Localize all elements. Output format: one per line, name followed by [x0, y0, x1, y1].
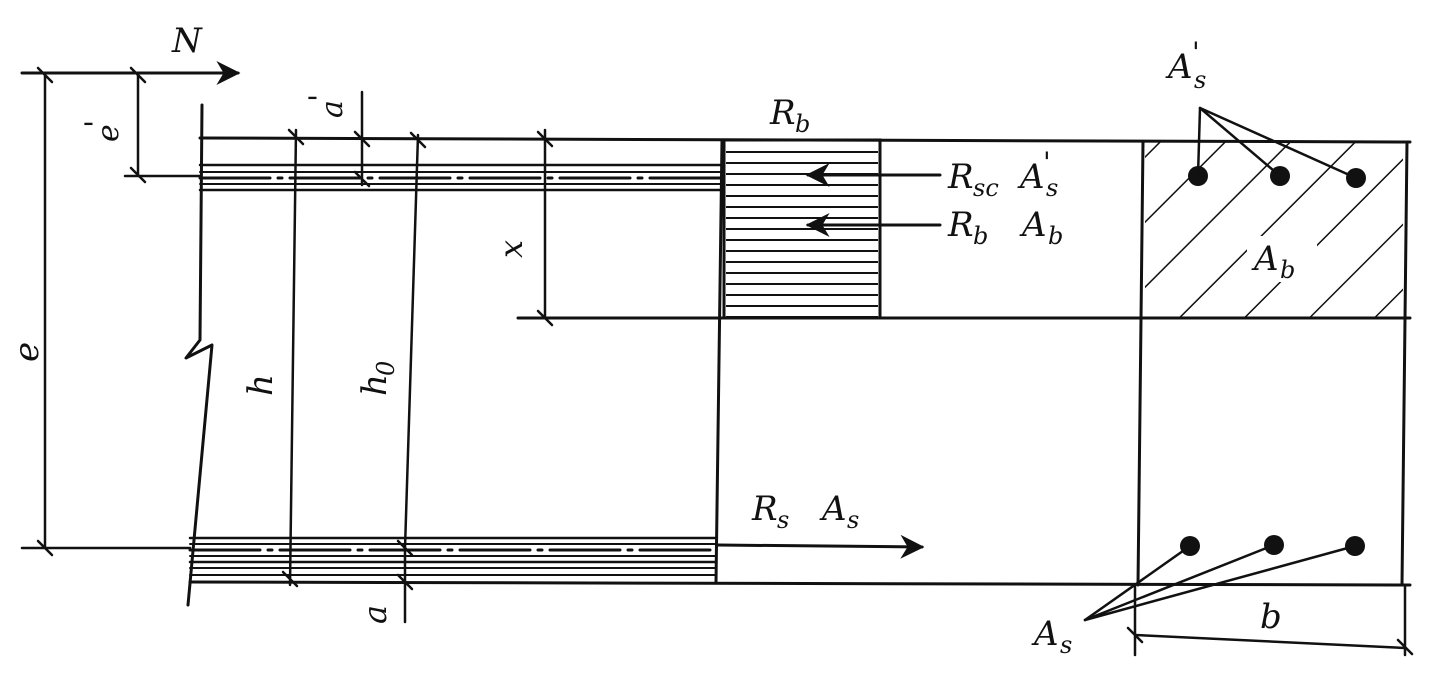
label-Rsc-As-prime: R sc A ' s — [947, 146, 1058, 202]
svg-text:': ' — [1192, 36, 1200, 69]
svg-text:': ' — [303, 94, 338, 102]
svg-text:b: b — [1048, 222, 1063, 250]
svg-text:A: A — [1031, 614, 1059, 654]
svg-text:s: s — [847, 506, 859, 534]
svg-text:a: a — [315, 100, 350, 118]
svg-text:s: s — [1046, 174, 1058, 202]
svg-text:b: b — [973, 222, 988, 250]
svg-text:A: A — [1017, 157, 1045, 197]
label-As: A s — [1031, 614, 1072, 659]
svg-text:h: h — [355, 374, 395, 396]
bottom-rebar-band — [188, 536, 718, 576]
section-right-edge — [1400, 140, 1409, 587]
label-h: h — [241, 374, 281, 396]
dimension-lines — [20, 66, 1414, 657]
svg-text:e: e — [91, 124, 126, 142]
label-Ab: A b — [1251, 239, 1295, 284]
label-Rb-Ab: R b A b — [947, 205, 1063, 250]
svg-text:A: A — [1019, 205, 1047, 245]
bottom-bars — [1083, 535, 1365, 622]
dim-b-line — [1133, 633, 1407, 650]
beam-bottom-edge — [188, 580, 1412, 587]
svg-text:b: b — [1280, 256, 1295, 284]
labels: N e e ' a ' x h h 0 a R b R sc A ' s — [7, 21, 1295, 659]
label-e: e — [7, 342, 47, 362]
svg-text:b: b — [795, 110, 810, 138]
dim-h0-line — [403, 133, 420, 550]
dim-h-line — [288, 128, 298, 587]
top-bars — [1188, 106, 1366, 188]
label-a: a — [356, 605, 394, 624]
label-a-prime: a ' — [303, 94, 350, 118]
svg-text:': ' — [79, 120, 114, 128]
label-h0: h 0 — [355, 361, 400, 396]
label-Rs-As: R s A s — [751, 489, 859, 534]
svg-text:R: R — [947, 157, 974, 197]
label-Rb-top: R b — [769, 93, 810, 138]
svg-text:A: A — [1251, 239, 1279, 279]
svg-text:sc: sc — [973, 174, 999, 202]
compression-stress-block — [722, 138, 882, 320]
label-x: x — [492, 240, 530, 258]
svg-text:': ' — [1043, 146, 1051, 179]
svg-text:R: R — [769, 93, 796, 133]
label-b: b — [1260, 597, 1282, 637]
cross-section — [1083, 106, 1409, 622]
svg-text:s: s — [1194, 66, 1206, 94]
beam-break-line — [184, 103, 214, 607]
svg-text:A: A — [1165, 47, 1193, 87]
section-cut-line — [714, 138, 724, 584]
svg-text:0: 0 — [372, 361, 400, 376]
force-arrows — [20, 61, 942, 559]
label-N: N — [171, 21, 203, 61]
label-e-prime: e ' — [79, 120, 126, 142]
svg-text:A: A — [819, 489, 847, 529]
top-rebar-band — [198, 163, 724, 192]
svg-text:s: s — [1060, 631, 1072, 659]
beam-elevation — [184, 103, 1412, 607]
svg-text:R: R — [751, 489, 778, 529]
force-RsAs-arrow — [716, 534, 925, 559]
section-left-edge — [1136, 140, 1145, 587]
svg-text:R: R — [947, 205, 974, 245]
label-As-prime: A ' s — [1165, 36, 1206, 94]
svg-text:s: s — [777, 506, 789, 534]
